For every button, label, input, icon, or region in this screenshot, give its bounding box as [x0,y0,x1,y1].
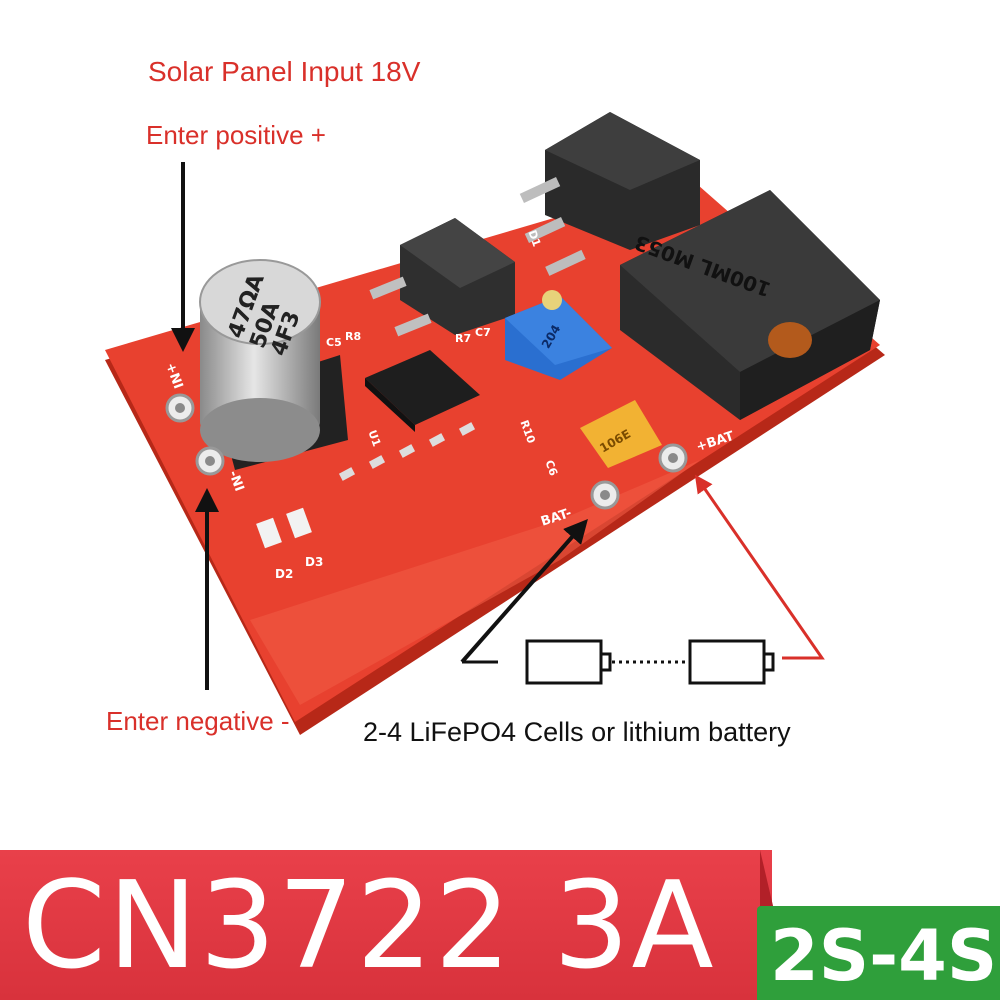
battery-cell-2 [688,639,775,685]
silk-r7: R7 [455,332,471,345]
ic-u1 [365,350,480,432]
inductor: 100ML M053 [620,190,880,420]
arrow-battery-negative [460,518,588,664]
silk-d1: D1 [525,228,543,248]
negative-input-label: Enter negative - [106,706,290,736]
silk-c6: C6 [542,458,560,478]
model-banner [0,850,772,1000]
banner-fold [760,850,774,910]
cell-range-text: 2S-4S [770,915,998,997]
mosfet-top [519,112,700,276]
silk-d3: D3 [305,555,323,569]
positive-input-label: Enter positive + [146,120,326,150]
tantalum-capacitor: 106E [580,400,662,468]
electrolytic-capacitor: 47ΩA 50A 4F3 [199,259,348,470]
mosfet-middle [369,218,515,337]
battery-cells-label: 2-4 LiFePO4 Cells or lithium battery [363,717,791,747]
silk-in-negative: -NI [225,469,246,494]
silk-c5: C5 [326,336,342,349]
silk-d2: D2 [275,567,293,581]
smd-components [256,422,476,549]
cell-range-badge [757,906,1000,1000]
battery-cell-1 [525,639,612,685]
solder-pads [165,393,688,510]
solar-input-title: Solar Panel Input 18V [148,56,421,87]
arrow-battery-positive [694,474,825,660]
led-d3 [286,507,312,539]
silk-r8: R8 [345,330,361,343]
led-d2 [256,517,282,549]
trimmer-potentiometer: 204 [505,290,612,380]
model-name: CN3722 3A [22,857,716,996]
silk-u1: U1 [365,428,383,448]
silk-c7: C7 [475,326,491,339]
